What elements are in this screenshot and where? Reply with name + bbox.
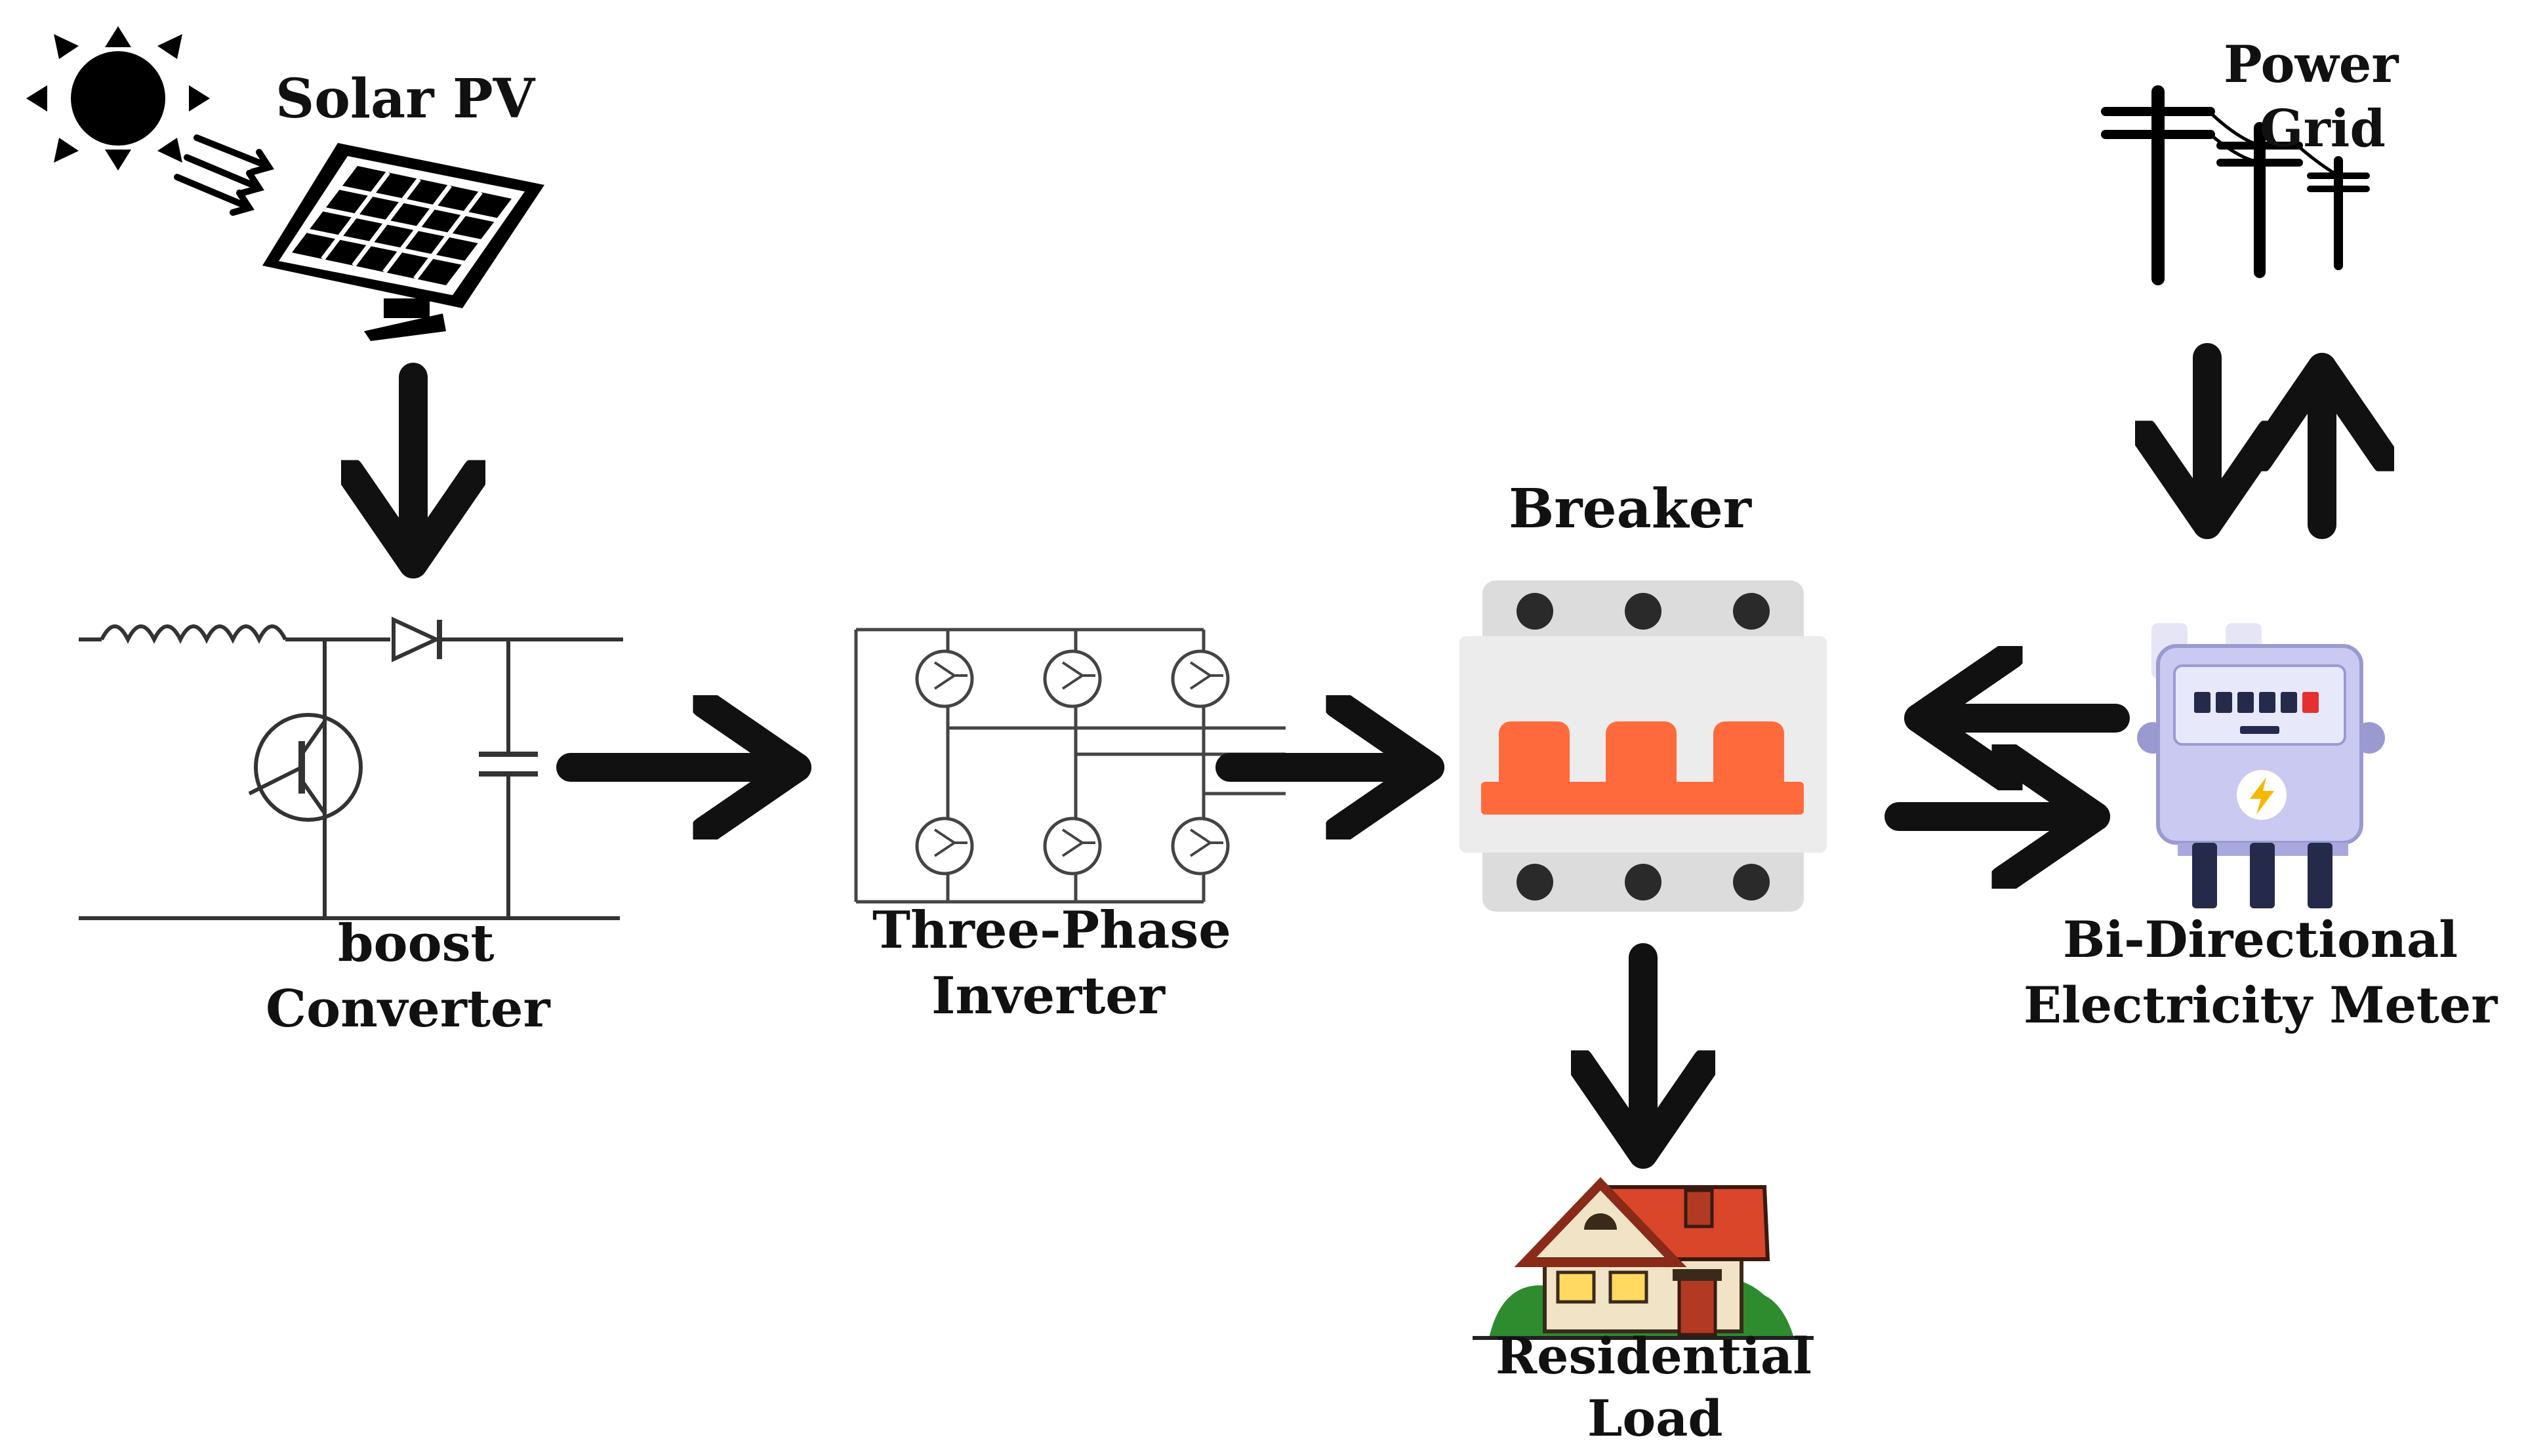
boost-converter-label-line2: Converter [266,979,550,1039]
boost-converter-label-line1: boost [338,914,495,973]
house-icon [1473,1177,1814,1340]
electricity-meter-icon [2137,623,2385,908]
solar-panel-icon [262,143,544,341]
power-pole-icon [2101,85,2370,285]
breaker-label: Breaker [1509,477,1752,540]
breaker-icon [1459,580,1827,912]
meter-label-line2: Electricity Meter [2024,976,2498,1034]
residential-load-label-line1: Residential [1496,1327,1812,1385]
boost-converter-circuit [79,617,623,920]
sun-icon [26,26,274,216]
flow-arrows [413,343,2322,1154]
residential-load-label-line2: Load [1587,1389,1723,1447]
power-grid-label-line2: Grid [2260,99,2386,159]
inverter-label-line2: Inverter [931,966,1165,1026]
solar-pv-label: Solar PV [275,68,535,131]
power-grid-label-line1: Power [2224,35,2399,94]
meter-label-line1: Bi-Directional [2063,910,2458,969]
inverter-label-line1: Three-Phase [872,900,1231,960]
